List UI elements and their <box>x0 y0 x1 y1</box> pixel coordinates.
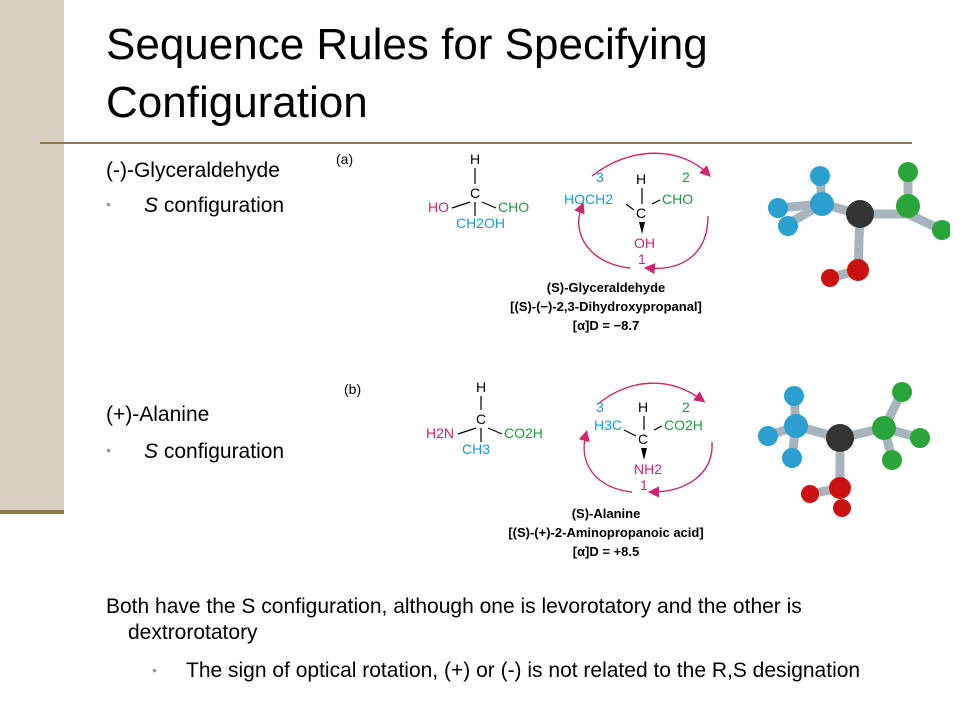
panel-tag-a: (a) <box>336 151 353 167</box>
glyceraldehyde-figure: (a) H C HO CHO CH2OH 3 2 H HOCH2 CHO C O… <box>336 151 950 333</box>
summary-sub-bullet: The sign of optical rotation, (+) or (-)… <box>186 659 861 682</box>
priority-a-right: CHO <box>662 191 693 207</box>
priority-b-bottom: NH2 <box>634 461 662 477</box>
priority-a-n-bottom: 1 <box>638 251 646 267</box>
compound-a-config: S configuration <box>144 193 284 219</box>
config-letter: S <box>144 440 159 463</box>
priority-a-bottom: OH <box>634 235 655 251</box>
priority-b-n-bottom: 1 <box>640 477 648 493</box>
title-divider <box>40 142 912 144</box>
priority-b-right: CO2H <box>664 417 703 433</box>
panel-tag-b: (b) <box>344 381 361 397</box>
caption-b-name: (S)-Alanine <box>572 506 641 521</box>
bullet-dot: • <box>152 662 157 678</box>
fischer-a-left: HO <box>428 199 449 215</box>
priority-b-center: C <box>638 431 648 447</box>
summary-statement: Both have the S configuration, although … <box>106 595 802 644</box>
compound-b-name: (+)-Alanine <box>106 403 210 426</box>
bullet-dot: • <box>106 442 111 458</box>
priority-b-left: H3C <box>594 417 622 433</box>
fischer-a-top: H <box>470 151 480 167</box>
priority-a-n-left: 3 <box>596 169 604 185</box>
caption-a-rotation: [α]D = −8.7 <box>573 318 640 333</box>
fischer-a-bottom: CH2OH <box>456 215 505 231</box>
bullet-dot: • <box>106 196 111 212</box>
compound-b-config: S configuration <box>144 439 284 465</box>
config-letter: S <box>144 194 159 217</box>
fischer-b-top: H <box>476 379 486 395</box>
fischer-b-left: H2N <box>426 425 454 441</box>
priority-a-n-right: 2 <box>682 169 690 185</box>
caption-a-iupac: [(S)-(−)-2,3-Dihydroxypropanal] <box>510 299 702 314</box>
caption-b-iupac: [(S)-(+)-2-Aminopropanoic acid] <box>508 525 703 540</box>
priority-a-left: HOCH2 <box>564 191 613 207</box>
priority-a-top: H <box>636 171 646 187</box>
ball-stick-model-b <box>758 382 930 517</box>
slide-title: Sequence Rules for Specifying Configurat… <box>106 20 708 127</box>
fischer-a-right: CHO <box>498 199 529 215</box>
fischer-a-center: C <box>470 185 480 201</box>
compound-a-name: (-)-Glyceraldehyde <box>106 159 280 182</box>
fischer-b-center: C <box>476 411 486 427</box>
priority-a-center: C <box>636 205 646 221</box>
config-word: configuration <box>158 194 285 217</box>
caption-a-name: (S)-Glyceraldehyde <box>547 280 666 295</box>
alanine-figure: (b) H C H2N CO2H CH3 3 2 H H3C CO2H C NH… <box>344 379 930 559</box>
fischer-b-bottom: CH3 <box>462 441 490 457</box>
slide-side-bar <box>0 0 64 512</box>
caption-b-rotation: [α]D = +8.5 <box>573 544 640 559</box>
priority-b-n-right: 2 <box>682 399 690 415</box>
config-word: configuration <box>158 440 285 463</box>
priority-b-top: H <box>638 399 648 415</box>
ball-stick-model-a <box>768 162 950 287</box>
fischer-b-right: CO2H <box>504 425 543 441</box>
slide-side-bar-accent <box>0 510 64 514</box>
priority-b-n-left: 3 <box>596 399 604 415</box>
